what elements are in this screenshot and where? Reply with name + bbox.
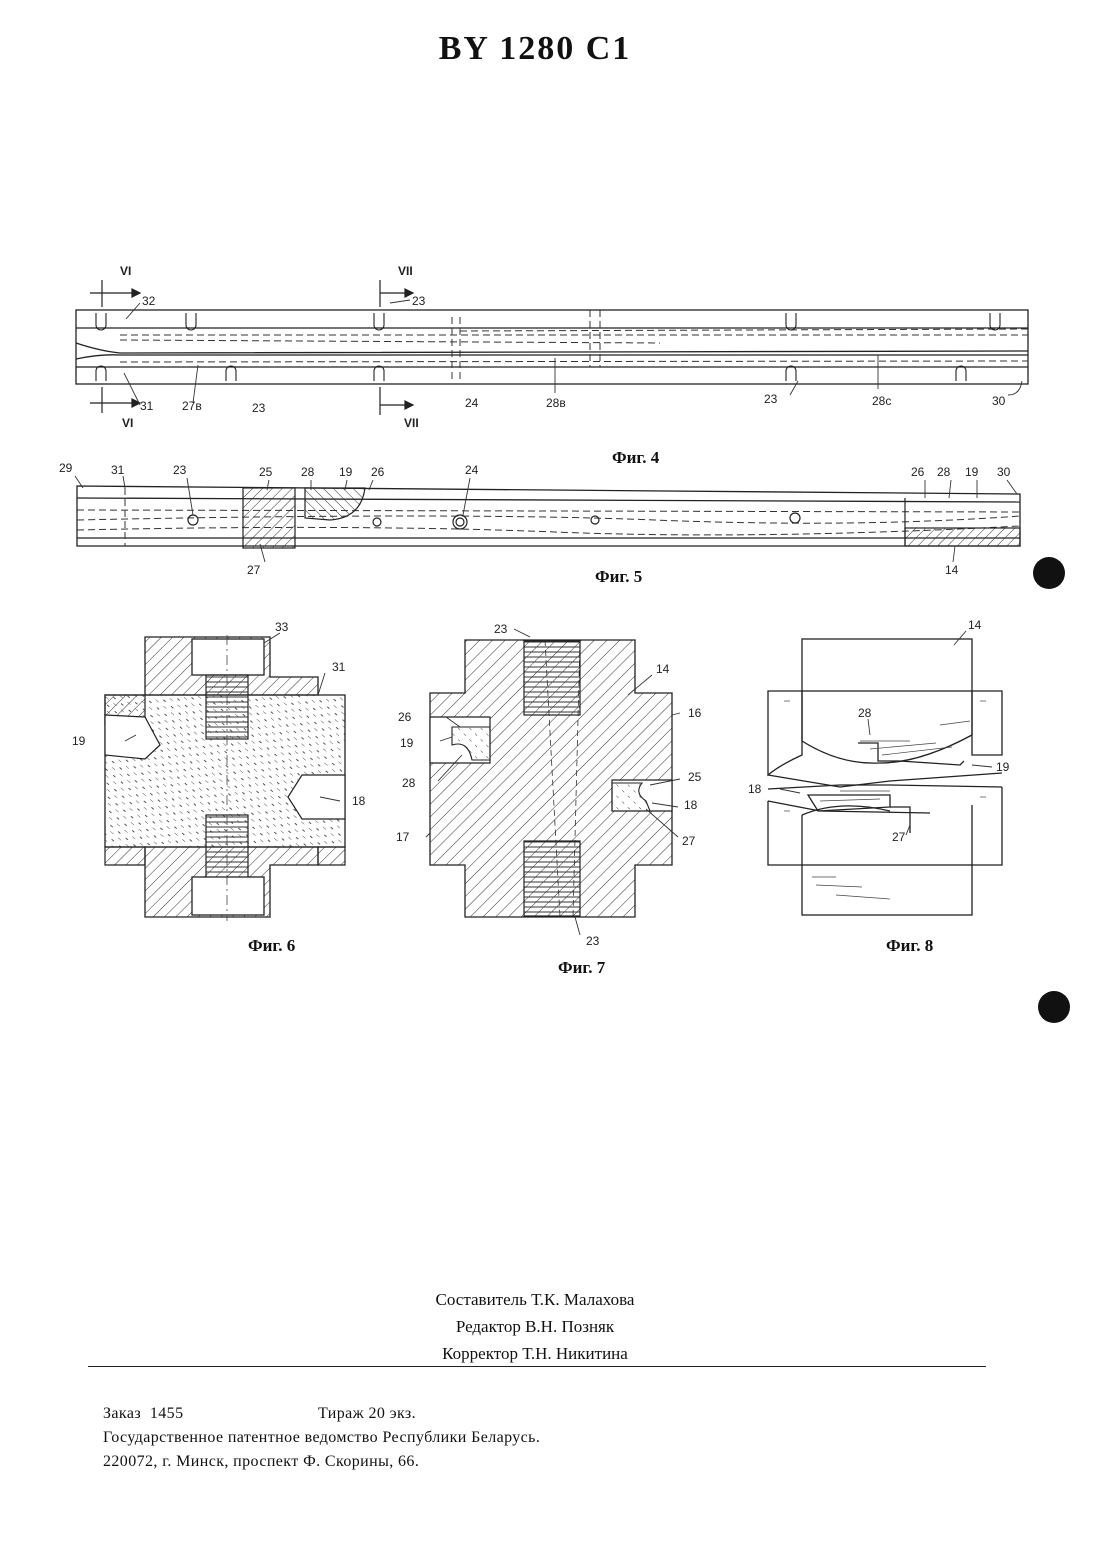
fig4-label-28b: 28в <box>546 396 566 410</box>
fig4-mark-vii-top: VII <box>398 264 413 278</box>
fig5-label-31: 31 <box>111 463 125 477</box>
fig4-label-23-right: 23 <box>764 392 778 406</box>
proofreader-line: Корректор Т.Н. Никитина <box>370 1340 700 1367</box>
fig7-label-26: 26 <box>398 710 412 724</box>
fig7-label-25: 25 <box>688 770 702 784</box>
office-line: Государственное патентное ведомство Респ… <box>103 1426 540 1450</box>
fig8-label-28: 28 <box>858 706 872 720</box>
fig5-label-26-right: 26 <box>911 465 925 479</box>
order-number: Заказ 1455 <box>103 1402 318 1426</box>
fig5-label-30: 30 <box>997 465 1011 479</box>
fig4-label-28c: 28с <box>872 394 891 408</box>
fig6-label-19: 19 <box>72 734 86 748</box>
fig4-label-31: 31 <box>140 399 154 413</box>
figure-4: VI VI VII VII 32 23 31 27в 23 24 28в 23 … <box>60 255 1050 470</box>
fig6-label-18: 18 <box>352 794 366 808</box>
fig6-label-33: 33 <box>275 620 289 634</box>
fig5-label-26-left: 26 <box>371 465 385 479</box>
fig5-label-19-right: 19 <box>965 465 979 479</box>
fig5-label-29: 29 <box>59 461 73 475</box>
fig5-label-14: 14 <box>945 563 959 577</box>
address-line: 220072, г. Минск, проспект Ф. Скорины, 6… <box>103 1450 540 1474</box>
fig4-label-23-bottom: 23 <box>252 401 266 415</box>
fig4-label-32: 32 <box>142 294 156 308</box>
fig7-label-28: 28 <box>402 776 416 790</box>
fig6-label-31: 31 <box>332 660 346 674</box>
circulation: Тираж 20 экз. <box>318 1402 416 1426</box>
fig7-label-14: 14 <box>656 662 670 676</box>
fig6-caption: Фиг. 6 <box>248 936 295 955</box>
fig5-label-23: 23 <box>173 463 187 477</box>
editor-line: Редактор В.Н. Позняк <box>370 1313 700 1340</box>
figure-6: 33 31 19 18 Фиг. 6 <box>70 615 390 965</box>
fig4-mark-vii-bottom: VII <box>404 416 419 430</box>
fig8-caption: Фиг. 8 <box>886 936 933 955</box>
fig5-caption: Фиг. 5 <box>595 567 642 586</box>
figure-5: 29 31 23 25 28 19 26 24 26 28 19 30 27 1… <box>55 458 1055 588</box>
fig4-mark-vi-top: VI <box>120 264 131 278</box>
fig7-caption: Фиг. 7 <box>558 958 606 977</box>
fig8-label-19: 19 <box>996 760 1010 774</box>
credits-block: Составитель Т.К. Малахова Редактор В.Н. … <box>370 1286 700 1367</box>
fig7-label-17: 17 <box>396 830 410 844</box>
fig5-label-24: 24 <box>465 463 479 477</box>
divider-rule <box>88 1366 986 1367</box>
fig4-label-23-top: 23 <box>412 294 426 308</box>
fig4-mark-vi-bottom: VI <box>122 416 133 430</box>
fig7-label-18: 18 <box>684 798 698 812</box>
fig5-label-25: 25 <box>259 465 273 479</box>
fig5-label-28-right: 28 <box>937 465 951 479</box>
fig7-label-27: 27 <box>682 834 696 848</box>
fig5-label-28-left: 28 <box>301 465 315 479</box>
fig4-label-24: 24 <box>465 396 479 410</box>
fig7-label-23-bottom: 23 <box>586 934 600 948</box>
fig4-label-27b: 27в <box>182 399 202 413</box>
compiler-line: Составитель Т.К. Малахова <box>370 1286 700 1313</box>
figure-8: 14 28 19 18 27 Фиг. 8 <box>740 615 1040 965</box>
fig8-label-14: 14 <box>968 618 982 632</box>
fig5-label-19-left: 19 <box>339 465 353 479</box>
patent-number: BY 1280 C1 <box>0 30 1070 68</box>
fig7-label-16: 16 <box>688 706 702 720</box>
fig7-label-23-top: 23 <box>494 622 508 636</box>
punch-hole-mark <box>1038 991 1070 1023</box>
fig5-label-27: 27 <box>247 563 261 577</box>
fig8-label-18: 18 <box>748 782 762 796</box>
fig4-label-30: 30 <box>992 394 1006 408</box>
figure-7: 23 14 16 26 19 28 25 18 17 27 23 Фиг. 7 <box>390 615 730 985</box>
fig7-label-19: 19 <box>400 736 414 750</box>
imprint-block: Заказ 1455Тираж 20 экз. Государственное … <box>103 1402 540 1474</box>
punch-hole-mark <box>1033 557 1065 589</box>
fig8-label-27: 27 <box>892 830 906 844</box>
